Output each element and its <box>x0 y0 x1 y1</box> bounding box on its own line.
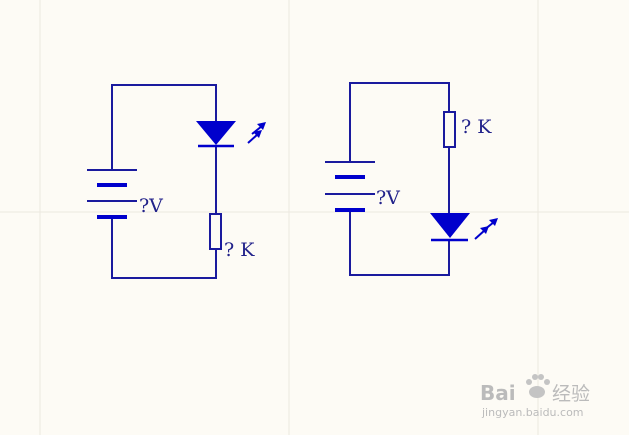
circuit-2-led <box>430 213 498 242</box>
wire <box>111 219 217 279</box>
circuit-1: ?V ? K <box>87 84 266 279</box>
circuit-1-led <box>196 121 266 148</box>
circuit-1-battery <box>87 169 137 219</box>
circuit-2-battery <box>325 161 375 212</box>
led-light-arrow <box>474 229 486 240</box>
baidu-watermark: Bai 经验 jingyan.baidu.com <box>480 374 590 419</box>
wire <box>111 84 217 170</box>
led-light-arrow <box>247 133 259 144</box>
led-triangle <box>430 213 470 238</box>
circuit-2: ?V ? K <box>325 82 498 276</box>
wire <box>349 82 450 162</box>
wire <box>349 211 450 276</box>
resistor-value-label: ? K <box>224 239 255 261</box>
led-light-arrowhead <box>489 218 498 226</box>
circuit-1-resistor <box>209 213 222 250</box>
battery-voltage-label: ?V <box>376 187 400 209</box>
watermark-brand: Bai <box>480 381 516 405</box>
paw-icon <box>526 374 550 398</box>
led-light-arrowhead <box>257 122 266 130</box>
watermark-url: jingyan.baidu.com <box>481 406 584 419</box>
battery-voltage-label: ?V <box>139 195 163 217</box>
circuit-1-wires <box>111 84 217 279</box>
watermark-suffix: 经验 <box>552 383 590 405</box>
circuit-2-resistor <box>443 111 456 148</box>
resistor-value-label: ? K <box>461 116 492 138</box>
circuit-2-wires <box>349 82 450 276</box>
led-triangle <box>196 121 236 145</box>
